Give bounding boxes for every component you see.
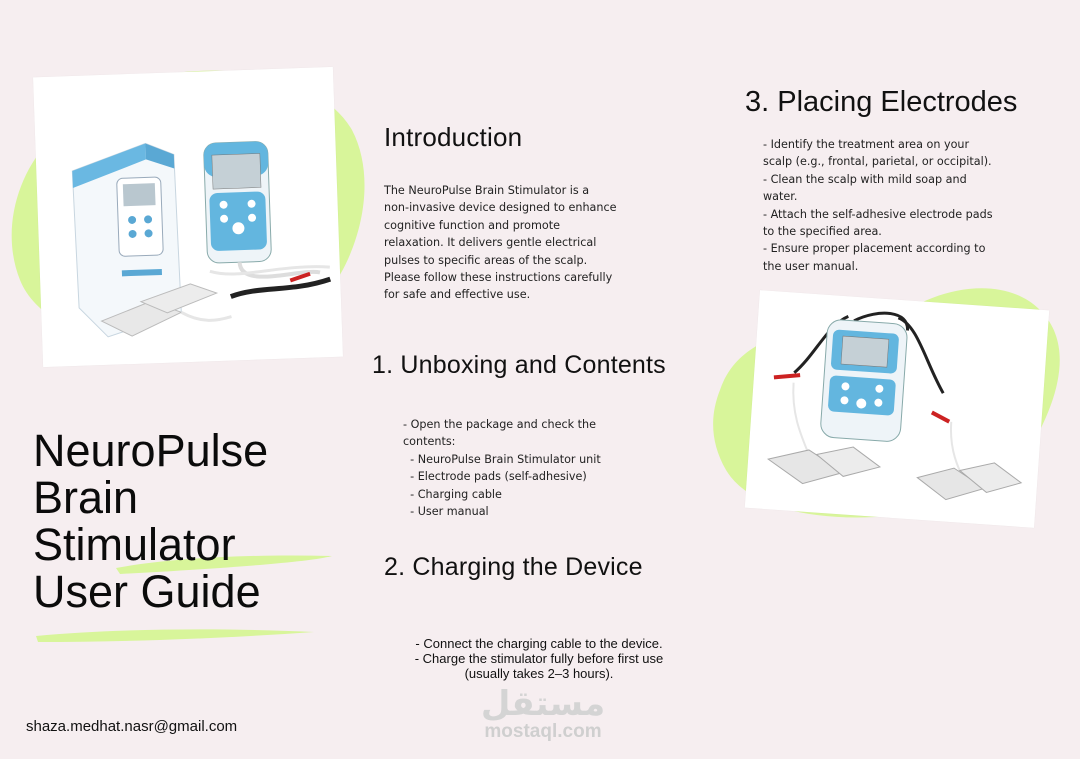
title-line-4: User Guide <box>33 566 261 617</box>
author-email: shaza.medhat.nasr@gmail.com <box>26 718 238 735</box>
section1-heading: 1. Unboxing and Contents <box>372 351 666 379</box>
section3-line: - Clean the scalp with mild soap and <box>763 172 967 186</box>
section2-line: - Charge the stimulator fully before fir… <box>414 651 664 666</box>
section1-line: - NeuroPulse Brain Stimulator unit <box>403 452 601 466</box>
guide-title: NeuroPulse Brain Stimulator User Guide <box>33 427 268 615</box>
intro-heading: Introduction <box>384 122 523 152</box>
intro-text: The NeuroPulse Brain Stimulator is a non… <box>384 182 617 304</box>
product-photo-electrodes <box>744 290 1050 528</box>
intro-line: Please follow these instructions careful… <box>384 271 613 285</box>
section3-line: the user manual. <box>763 259 859 273</box>
section1-line: - Open the package and check the <box>403 418 597 431</box>
intro-line: pulses to specific areas of the scalp. <box>384 253 588 267</box>
section2-heading: 2. Charging the Device <box>384 553 643 581</box>
section3-text: - Identify the treatment area on your sc… <box>763 136 993 275</box>
underline-stroke-2 <box>36 629 314 642</box>
section3-line: water. <box>763 190 798 204</box>
intro-line: non-invasive device designed to enhance <box>384 201 617 215</box>
section3-heading: 3. Placing Electrodes <box>745 86 1018 118</box>
title-line-1: NeuroPulse <box>33 425 269 476</box>
section1-line: - User manual <box>403 505 489 519</box>
section2-text: - Connect the charging cable to the devi… <box>398 636 680 681</box>
section3-line: to the specified area. <box>763 225 882 239</box>
section1-line: - Charging cable <box>403 487 502 501</box>
watermark-latin: mostaql.com <box>484 721 602 742</box>
section2-line: - Connect the charging cable to the devi… <box>415 636 663 651</box>
title-line-2: Brain <box>33 472 139 523</box>
device-electrodes-illustration <box>766 311 1023 501</box>
section3-line: - Ensure proper placement according to <box>763 242 986 256</box>
section3-line: - Attach the self-adhesive electrode pad… <box>763 207 993 221</box>
intro-line: relaxation. It delivers gentle electrica… <box>384 236 597 250</box>
section3-line: scalp (e.g., frontal, parietal, or occip… <box>763 155 992 169</box>
section3-line: - Identify the treatment area on your <box>763 138 970 151</box>
section2-line: (usually takes 2–3 hours). <box>464 666 614 681</box>
section1-line: - Electrode pads (self-adhesive) <box>403 470 587 484</box>
watermark-arabic: مستقل <box>480 684 606 724</box>
product-photo-box <box>33 66 343 368</box>
device-with-box-illustration <box>71 141 332 338</box>
section1-text: - Open the package and check the content… <box>403 416 601 520</box>
underline-stroke-1 <box>116 555 332 574</box>
intro-line: for safe and effective use. <box>384 288 531 302</box>
mostaql-watermark: مستقل mostaql.com <box>468 686 618 742</box>
intro-line: The NeuroPulse Brain Stimulator is a <box>384 184 590 197</box>
intro-line: cognitive function and promote <box>384 218 561 232</box>
section1-line: contents: <box>403 435 456 449</box>
title-line-3: Stimulator <box>33 519 236 570</box>
